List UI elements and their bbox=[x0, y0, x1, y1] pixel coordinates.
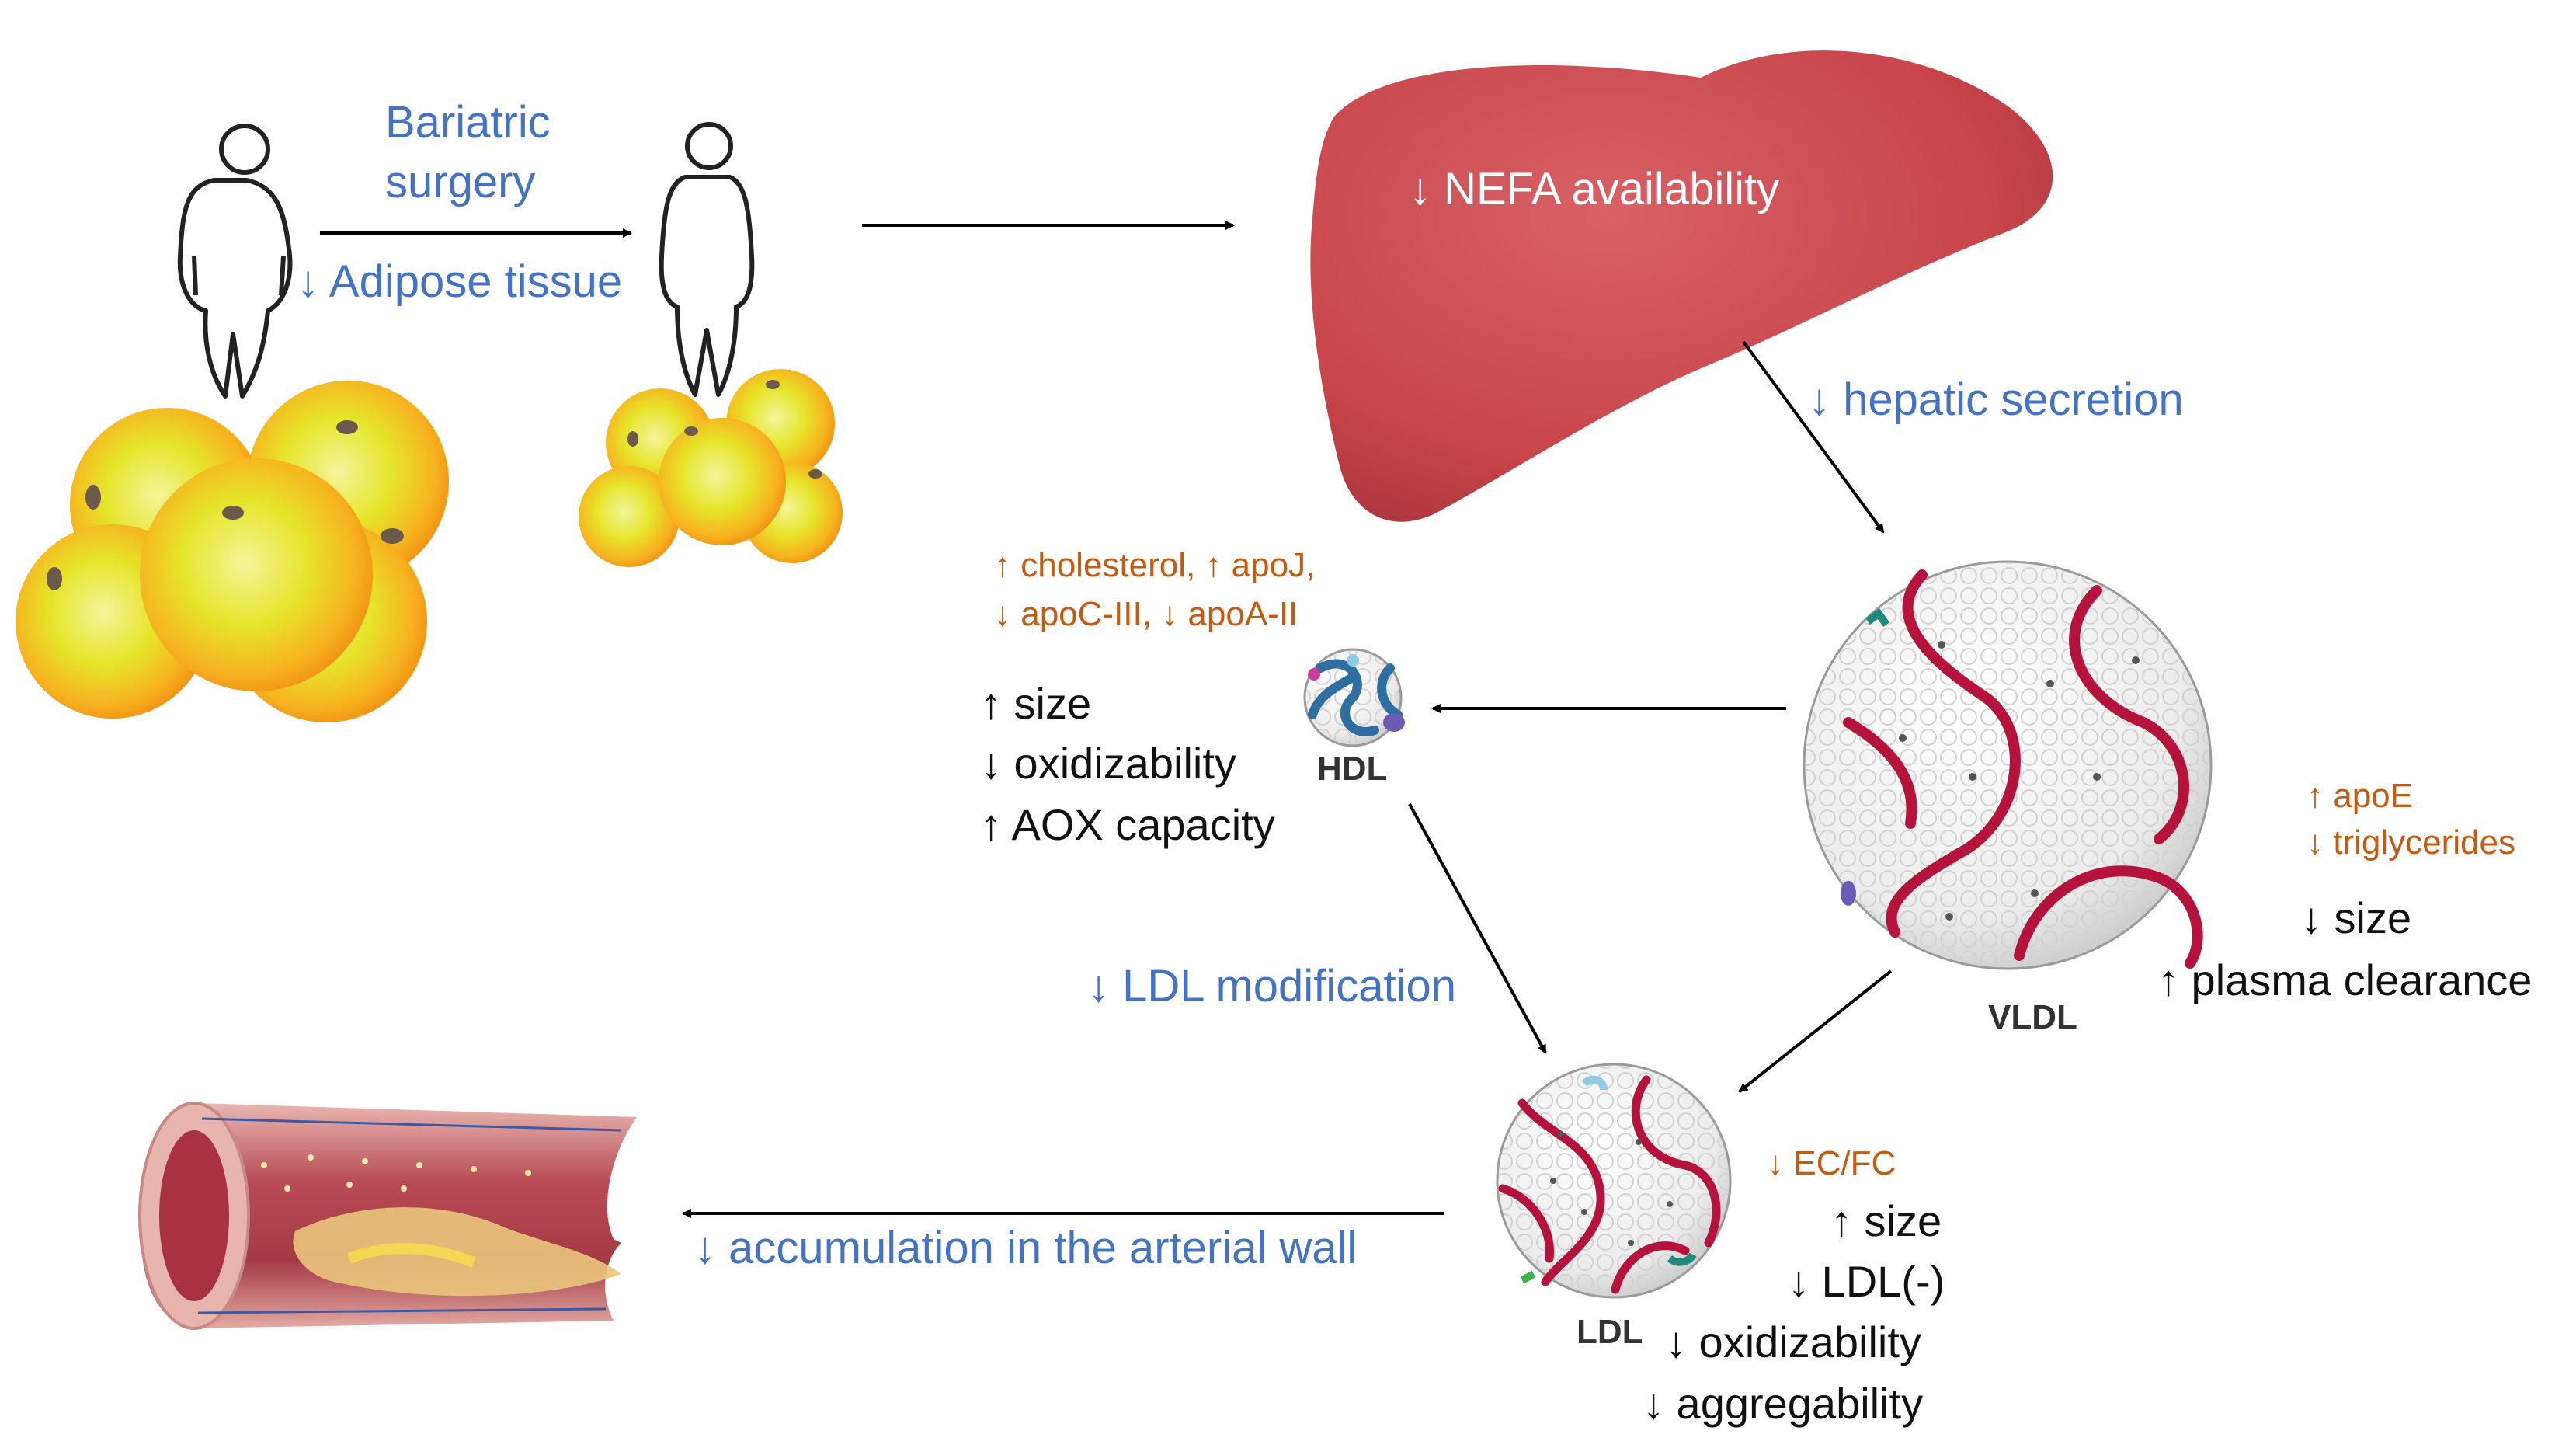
hdl-name: HDL bbox=[1317, 750, 1388, 788]
ldl-modification-label: ↓ LDL modification bbox=[1087, 961, 1456, 1011]
hepatic-secretion-label: ↓ hepatic secretion bbox=[1808, 374, 2184, 425]
vldl-property-size: ↓ size bbox=[2300, 893, 2412, 942]
liver-to-vldl-arrow bbox=[1742, 340, 1885, 534]
hdl-property-aox: ↑ AOX capacity bbox=[980, 800, 1275, 849]
nefa-label: ↓ NEFA availability bbox=[1409, 164, 1780, 214]
ldl-name: LDL bbox=[1577, 1313, 1643, 1351]
vldl-particle-icon bbox=[1803, 560, 2213, 970]
hdl-composition-2: ↓ apoC-III, ↓ apoA-II bbox=[994, 595, 1298, 633]
artery-cross-section-icon bbox=[138, 1102, 637, 1330]
ldl-composition-1: ↓ EC/FC bbox=[1767, 1144, 1896, 1182]
vldl-name: VLDL bbox=[1988, 998, 2077, 1036]
adipocyte-cluster-large-icon bbox=[16, 381, 449, 722]
hdl-property-size: ↑ size bbox=[980, 679, 1092, 728]
vldl-property-clearance: ↑ plasma clearance bbox=[2157, 955, 2533, 1004]
vldl-composition-2: ↓ triglycerides bbox=[2307, 823, 2515, 862]
bariatric-label: Bariatric bbox=[385, 97, 551, 148]
ldl-particle-icon bbox=[1496, 1063, 1732, 1299]
liver-icon bbox=[1310, 50, 2053, 522]
ldl-property-size: ↑ size bbox=[1830, 1196, 1942, 1245]
vldl-to-ldl-arrow bbox=[1738, 969, 1893, 1093]
ldl-property-ldlminus: ↓ LDL(-) bbox=[1788, 1257, 1945, 1306]
adipose-tissue-label: ↓ Adipose tissue bbox=[297, 256, 623, 307]
hdl-to-ldl-arrow bbox=[1408, 803, 1547, 1054]
adipocyte-cluster-small-icon bbox=[579, 369, 843, 567]
obese-person-outline-icon bbox=[177, 124, 293, 399]
hdl-particle-icon bbox=[1303, 648, 1405, 747]
hdl-composition-1: ↑ cholesterol, ↑ apoJ, bbox=[994, 546, 1316, 584]
slim-person-outline-icon bbox=[659, 122, 755, 397]
vldl-composition-1: ↑ apoE bbox=[2307, 777, 2413, 815]
ldl-property-oxidizability: ↓ oxidizability bbox=[1665, 1318, 1921, 1366]
hdl-property-oxidizability: ↓ oxidizability bbox=[980, 739, 1236, 788]
accumulation-label: ↓ accumulation in the arterial wall bbox=[694, 1223, 1358, 1273]
ldl-property-aggregability: ↓ aggregability bbox=[1643, 1379, 1924, 1428]
surgery-label: surgery bbox=[385, 157, 536, 207]
